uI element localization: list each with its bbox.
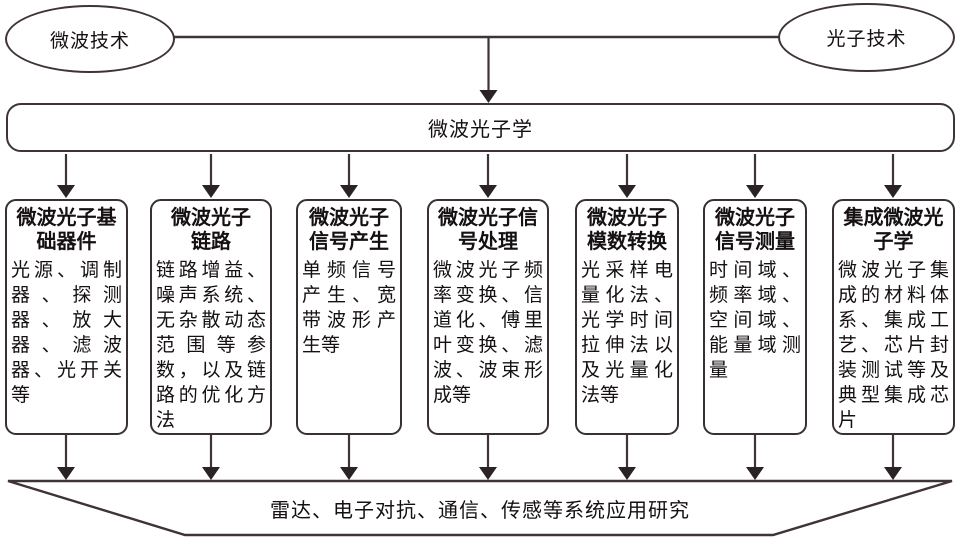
branch-title: 微波光子 链路 bbox=[171, 207, 251, 253]
branch-arrows-bottom bbox=[57, 435, 902, 480]
branch-box-basic-devices: 微波光子基 础器件 光源、调制器、探测器、放大器、滤波器、光开关等 bbox=[5, 199, 128, 435]
application-node-label: 雷达、电子对抗、通信、传感等系统应用研究 bbox=[270, 500, 690, 522]
microwave-photonics-label: 微波光子学 bbox=[428, 119, 533, 141]
branch-title: 微波光子基 础器件 bbox=[16, 207, 117, 253]
branch-box-signal-measurement: 微波光子 信号测量 时间域、频率域、空间域、能量域测量 bbox=[703, 199, 807, 435]
branch-title: 微波光子 模数转换 bbox=[587, 207, 667, 253]
branch-body: 单频信号产生、宽带波形产生等 bbox=[302, 260, 396, 356]
photonic-tech-node: 光子技术 bbox=[778, 3, 955, 72]
branch-title: 微波光子 信号产生 bbox=[309, 207, 389, 253]
branch-box-signal-generation: 微波光子 信号产生 单频信号产生、宽带波形产生等 bbox=[296, 199, 402, 435]
branch-box-links: 微波光子 链路 链路增益、噪声系统、无杂散动态范围等参数，以及链路的优化方法 bbox=[150, 199, 272, 435]
branch-title: 微波光子信 号处理 bbox=[438, 207, 538, 253]
branch-box-adc: 微波光子 模数转换 光采样电量化法、光学时间拉伸法以及光量化法等 bbox=[575, 199, 679, 435]
microwave-photonics-bar: 微波光子学 bbox=[6, 103, 955, 152]
branch-arrows-top bbox=[57, 154, 902, 198]
branch-body: 时间域、频率域、空间域、能量域测量 bbox=[709, 260, 801, 381]
branch-body: 微波光子频率变换、信道化、傅里叶变换、滤波、波束形成等 bbox=[433, 260, 543, 406]
branch-title: 微波光子 信号测量 bbox=[715, 207, 795, 253]
branch-title: 集成微波光 子学 bbox=[843, 207, 944, 253]
microwave-tech-node: 微波技术 bbox=[5, 5, 175, 73]
branch-body: 光源、调制器、探测器、放大器、滤波器、光开关等 bbox=[11, 260, 122, 406]
branch-body: 链路增益、噪声系统、无杂散动态范围等参数，以及链路的优化方法 bbox=[156, 260, 266, 431]
branch-body: 微波光子集成的材料体系、集成工艺、芯片封装测试等及典型集成芯片 bbox=[838, 260, 949, 431]
microwave-tech-label: 微波技术 bbox=[49, 30, 130, 52]
branch-box-signal-processing: 微波光子信 号处理 微波光子频率变换、信道化、傅里叶变换、滤波、波束形成等 bbox=[427, 199, 549, 435]
branch-body: 光采样电量化法、光学时间拉伸法以及光量化法等 bbox=[581, 260, 673, 406]
branch-box-integrated-mwp: 集成微波光 子学 微波光子集成的材料体系、集成工艺、芯片封装测试等及典型集成芯片 bbox=[832, 199, 955, 435]
center-arrow-head bbox=[479, 90, 498, 103]
photonic-tech-label: 光子技术 bbox=[826, 29, 907, 50]
